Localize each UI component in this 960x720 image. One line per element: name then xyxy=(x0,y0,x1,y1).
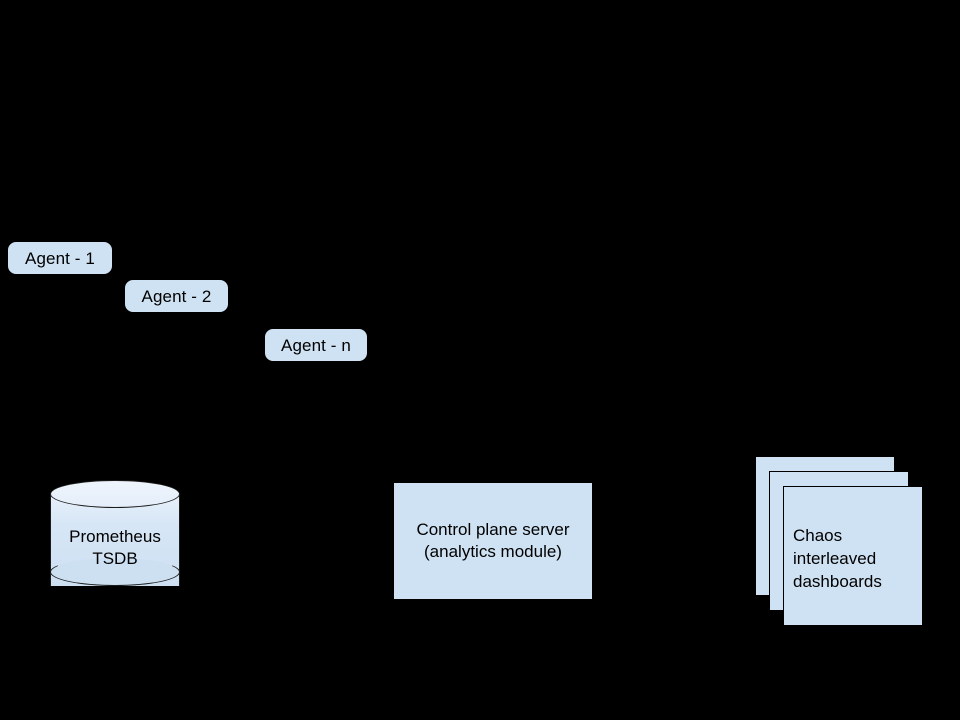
agent-node-1[interactable]: Agent - 1 xyxy=(7,241,113,275)
agent-node-1-label: Agent - 1 xyxy=(25,248,95,268)
agent-node-2-label: Agent - 2 xyxy=(141,286,212,306)
agent-node-n-label: Agent - n xyxy=(281,335,351,355)
cylinder-top-ellipse xyxy=(50,480,180,508)
agent-node-2[interactable]: Agent - 2 xyxy=(124,279,229,313)
dashboard-card-front xyxy=(783,486,923,626)
prometheus-tsdb-label: Prometheus TSDB xyxy=(50,502,180,594)
agent-node-n[interactable]: Agent - n xyxy=(264,328,368,362)
prometheus-tsdb-label-line1: Prometheus xyxy=(69,527,161,546)
control-plane-server-label-line2: (analytics module) xyxy=(424,542,562,561)
control-plane-server-label-line1: Control plane server xyxy=(416,520,570,539)
cylinder-bottom-ellipse xyxy=(50,558,180,586)
chaos-dashboards-label: Chaos interleaved dashboards xyxy=(793,526,882,591)
control-plane-server-node[interactable]: Control plane server (analytics module) xyxy=(393,482,593,600)
chaos-dashboards-node[interactable]: Chaos interleaved dashboards xyxy=(755,456,925,631)
prometheus-tsdb-node[interactable]: Prometheus TSDB xyxy=(50,480,180,600)
prometheus-tsdb-label-line2: TSDB xyxy=(92,549,138,568)
